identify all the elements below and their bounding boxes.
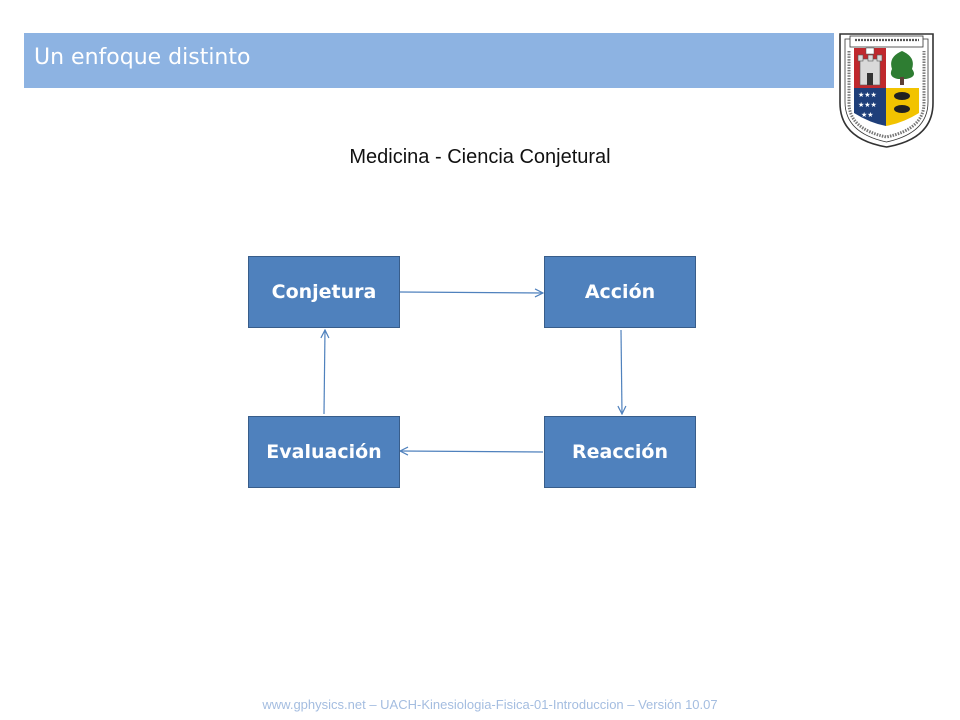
footer-text: www.gphysics.net – UACH-Kinesiologia-Fis… — [262, 697, 718, 712]
node-reaccion: Reacción — [544, 416, 696, 488]
title-bar: Un enfoque distinto — [24, 33, 834, 88]
arrow-evaluacion-to-conjetura — [324, 330, 325, 415]
university-crest-logo: ★★★ ★★★ ★★ — [839, 33, 934, 148]
arrow-reaccion-to-evaluacion — [400, 451, 544, 452]
diagram-title: Medicina - Ciencia Conjetural — [349, 146, 611, 168]
node-conjetura: Conjetura — [248, 256, 400, 328]
svg-text:★★★: ★★★ — [858, 101, 877, 109]
svg-text:★★: ★★ — [861, 111, 874, 119]
node-evaluacion: Evaluación — [248, 416, 400, 488]
slide-title: Un enfoque distinto — [34, 45, 251, 70]
arrow-conjetura-to-accion — [399, 292, 543, 293]
svg-text:★★★: ★★★ — [858, 91, 877, 99]
arrow-accion-to-reaccion — [621, 329, 622, 414]
node-accion: Acción — [544, 256, 696, 328]
